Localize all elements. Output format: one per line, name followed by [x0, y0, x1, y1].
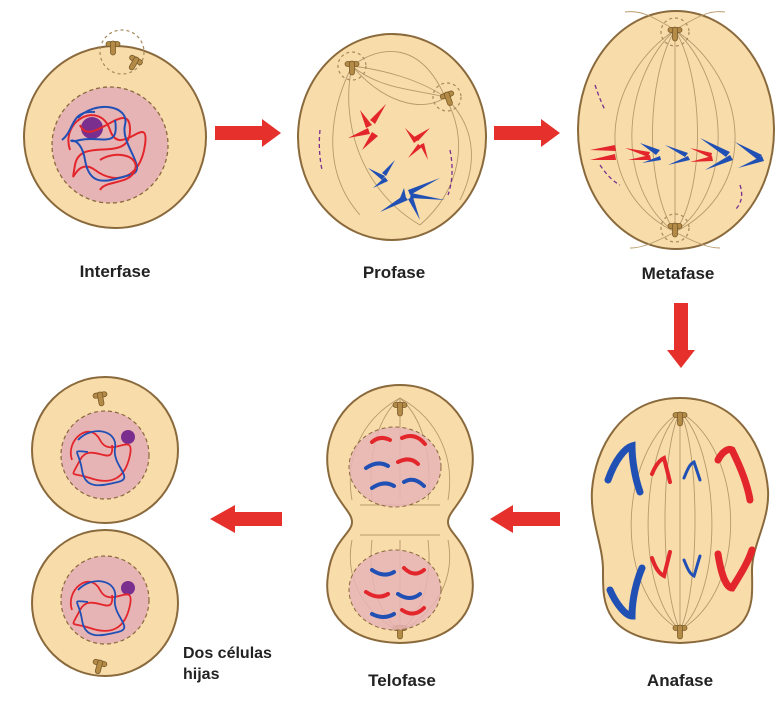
- anaphase-cell: [590, 396, 770, 645]
- nucleolus: [121, 581, 135, 595]
- chromosomes-anaphase: [604, 441, 756, 620]
- chromosomes-telophase: [364, 434, 427, 619]
- daughter-cell-bottom: [31, 529, 179, 677]
- chromosomes-blue: [368, 160, 445, 220]
- label-anafase: Anafase: [646, 671, 714, 690]
- daughter-cell-top: [31, 376, 179, 524]
- right-arrow-icon: [215, 119, 281, 147]
- right-arrow-icon: [494, 119, 560, 147]
- prophase-cell: [297, 33, 487, 241]
- label-interfase: Interfase: [79, 262, 151, 281]
- left-arrow-icon: [210, 505, 282, 533]
- label-profase: Profase: [362, 263, 426, 282]
- chromosomes-red: [348, 104, 430, 160]
- left-arrow-icon: [490, 505, 560, 533]
- metaphase-cell: [577, 10, 775, 250]
- down-arrow-icon: [667, 303, 695, 368]
- nucleolus: [81, 117, 103, 139]
- label-daughter-cells: Dos células hijas: [183, 643, 272, 685]
- label-daughter-cells-line1: Dos células: [183, 645, 272, 662]
- nucleolus: [121, 430, 135, 444]
- chromosomes-metaphase-plate: [590, 138, 764, 170]
- label-telofase: Telofase: [368, 671, 436, 690]
- label-daughter-cells-line2: hijas: [183, 666, 220, 683]
- label-metafase: Metafase: [641, 264, 715, 283]
- telophase-cell: [326, 383, 474, 645]
- interphase-cell: [23, 29, 207, 229]
